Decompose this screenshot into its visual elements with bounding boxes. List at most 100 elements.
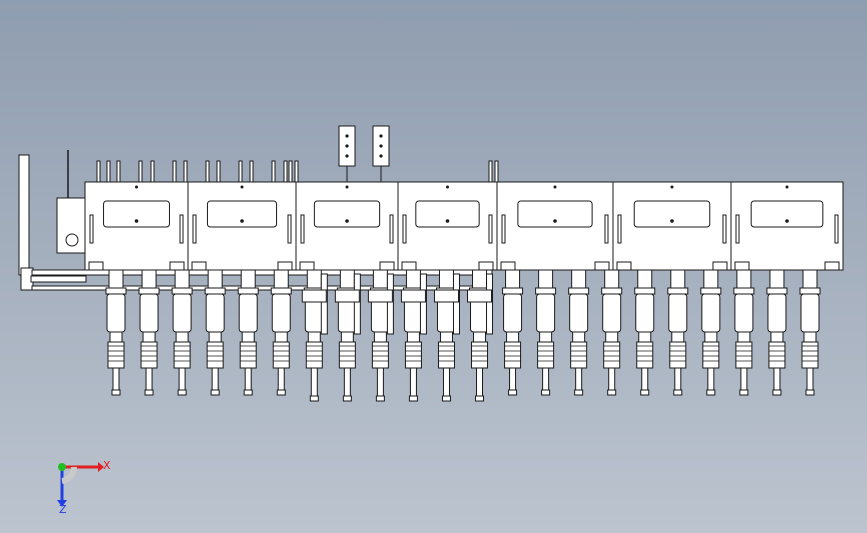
- tool-tip: [541, 389, 551, 396]
- tool-mount: [306, 269, 322, 289]
- tool-unit: [799, 269, 821, 396]
- module-slot-right: [722, 214, 727, 244]
- module-slot-left: [192, 214, 197, 244]
- tool-body: [635, 293, 655, 333]
- tool-shaft: [740, 367, 748, 391]
- module-block-right: [712, 261, 728, 271]
- module-block-right: [594, 261, 610, 271]
- tool-mount: [339, 269, 355, 289]
- top-pin: [106, 160, 111, 183]
- tool-clamp: [733, 287, 755, 295]
- tool-unit: [171, 269, 193, 396]
- module-slot-right: [389, 214, 394, 244]
- tool-tip: [607, 389, 617, 396]
- z-axis-label: Z: [59, 503, 67, 516]
- tool-body: [734, 293, 754, 333]
- module-slot-left: [735, 214, 740, 244]
- tool-double-clamp: [334, 289, 360, 303]
- frame-arm: [30, 275, 87, 283]
- tool-mount: [604, 269, 620, 289]
- module-block-right: [824, 261, 840, 271]
- tool-clamp: [799, 287, 821, 295]
- axis-triad[interactable]: X Z: [57, 459, 111, 516]
- top-pin: [238, 160, 243, 183]
- top-pin: [150, 160, 155, 183]
- tool-mount: [769, 269, 785, 289]
- module-slot-right: [179, 214, 184, 244]
- tool-shaft: [409, 367, 417, 397]
- tool-neck: [671, 331, 685, 343]
- tool-mount: [438, 269, 454, 289]
- tool-side-cylinder: [353, 273, 361, 335]
- tool-body: [205, 293, 225, 333]
- tool-body: [767, 293, 787, 333]
- top-pin: [138, 160, 143, 183]
- module-block-left: [401, 261, 417, 271]
- tool-tip: [144, 389, 154, 396]
- indicator-led-icon: [345, 144, 349, 148]
- motor-flange-icon: [65, 233, 79, 247]
- tool-unit: [433, 269, 460, 402]
- tool-clamp: [634, 287, 656, 295]
- module-bolt-icon: [345, 185, 349, 189]
- module-screw-icon: [553, 219, 557, 223]
- tool-unit: [270, 269, 292, 396]
- module-screw-icon: [785, 219, 789, 223]
- tool-tip: [375, 395, 385, 402]
- tool-body: [106, 293, 126, 333]
- tool-shaft: [244, 367, 252, 391]
- module-bolt-icon: [446, 185, 449, 189]
- tool-neck: [539, 331, 553, 343]
- tool-neck: [704, 331, 718, 343]
- module-block-right: [379, 261, 395, 271]
- top-pin: [249, 160, 254, 183]
- top-pin: [96, 160, 101, 183]
- module-slot-left: [89, 214, 94, 244]
- tool-tip: [408, 395, 418, 402]
- module-bolt-icon: [240, 185, 244, 189]
- indicator-led-icon: [345, 134, 349, 138]
- module-block-left: [734, 261, 750, 271]
- module-window: [313, 200, 381, 228]
- x-arrowhead-icon: [98, 462, 104, 472]
- module-block-left: [500, 261, 516, 271]
- tool-unit: [700, 269, 722, 396]
- module-window: [750, 200, 824, 228]
- tool-clamp: [568, 287, 590, 295]
- tool-unit: [634, 269, 656, 396]
- tool-unit: [138, 269, 160, 396]
- tool-tip: [673, 389, 683, 396]
- tool-clamp: [138, 287, 160, 295]
- tool-body: [569, 293, 589, 333]
- tool-unit: [467, 269, 494, 402]
- tool-tip: [772, 389, 782, 396]
- tool-neck: [208, 331, 222, 343]
- tool-unit: [601, 269, 623, 396]
- module-block-right: [478, 261, 494, 271]
- tool-shaft: [476, 367, 484, 397]
- tool-side-cylinder: [452, 273, 460, 335]
- tool-mount: [405, 269, 421, 289]
- tool-clamp: [601, 287, 623, 295]
- tool-body: [800, 293, 820, 333]
- tool-shaft: [145, 367, 153, 391]
- module-screw-icon: [240, 219, 244, 223]
- tool-mount: [538, 269, 554, 289]
- tool-tip: [243, 389, 253, 396]
- tool-shaft: [277, 367, 285, 391]
- tool-neck: [737, 331, 751, 343]
- tool-clamp: [105, 287, 127, 295]
- tool-side-cylinder: [386, 273, 394, 335]
- tool-side-cylinder: [320, 273, 328, 335]
- module-screw-icon: [134, 219, 139, 223]
- tool-shaft: [542, 367, 550, 391]
- tool-shaft: [575, 367, 583, 391]
- tool-neck: [406, 331, 420, 343]
- top-pin: [488, 160, 493, 183]
- tool-side-cylinder: [419, 273, 427, 335]
- module-slot-left: [501, 214, 506, 244]
- tool-shaft: [806, 367, 814, 391]
- top-pin: [116, 160, 121, 183]
- module-block-left: [88, 261, 104, 271]
